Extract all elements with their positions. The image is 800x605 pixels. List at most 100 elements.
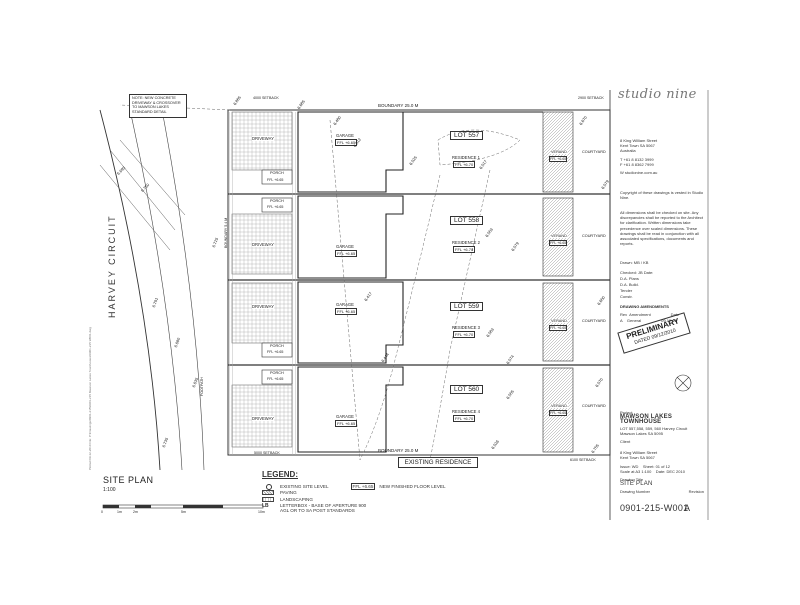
issue-sheet: Issue: WD Sheet: 01 of 12 [620,463,671,469]
scale-tick-1: 1m [117,510,122,514]
building-footprints [297,111,543,453]
porch-label: PORCH [270,344,284,348]
porch-ffl: FFL +6.65 [267,377,284,381]
letterbox-symbol-icon: LB [262,502,269,509]
title-block: studio nine 8 King William Street Kent T… [614,87,706,520]
residence-ffl: FFL +6.70 [453,331,476,338]
revision: A [684,503,691,513]
garage-label: GARAGE [336,244,354,249]
amendments-header: DRAWING AMENDMENTS [620,304,669,309]
garage-ffl: FFL +6.65 [335,139,358,146]
verandah-ffl: FFL +6.65 [549,156,568,162]
scale-tick-10: 10m [258,510,265,514]
amendments-row: A General 09.12.10 [620,318,677,323]
address-line: T +61 8 8132 3999 [620,156,654,162]
legend-item-landscaping: LANDSCAPING [262,496,482,503]
legend-text: LETTERBOX - BASE OF APERTURE 900 AGL OR … [280,502,367,513]
residence-label: RESIDENCE 3 [452,325,480,330]
boundary-bottom-label: BOUNDARY 25.0 M [378,448,419,453]
residence-ffl: FFL +6.70 [453,246,476,253]
legend-item-letterbox: LB LETTERBOX - BASE OF APERTURE 900 AGL O… [262,503,482,515]
driveway-note: NOTE: NEW CONCRETE DRIVEWAY & CROSSOVER … [129,94,187,118]
level-symbol-icon [262,483,274,490]
verandah-label: VERAND. [551,404,568,408]
legend-ffl-text: NEW FINISHED FLOOR LEVEL [379,483,446,489]
garage-label: GARAGE [336,414,354,419]
address-line: W studionine.com.au [620,170,658,176]
drawing-title: SITE PLAN [620,481,653,488]
street-diagonal-lines [99,139,186,251]
client-suburb: Kent Town SA 5067 [620,455,655,461]
courtyard-label: COURTYARD [582,404,606,408]
verandah-label: VERAND. [551,234,568,238]
street-name: HARVEY CIRCUIT [107,214,117,318]
porch-label: PORCH [270,171,284,175]
tree-symbol [674,374,692,392]
lot-tag: LOT 557 [450,131,484,140]
client-address: 8 King William Street [620,450,658,456]
boundary-side-label: BOUNDARY 5.4 M [224,217,228,248]
porch-label: PORCH [270,199,284,203]
footpath-label: FOOTPATH [200,376,204,396]
verandah-ffl: FFL +6.65 [549,410,568,416]
tender: Tender [620,288,633,293]
porch-ffl: FFL +6.65 [267,350,284,354]
project-info: Project MAWSON LAKES TOWNHOUSE LOT 557,5… [620,410,704,495]
footpath-line [161,109,205,471]
residence-ffl: FFL +6.70 [453,415,476,422]
project-address: LOT 557,558, 559, 560 Harvey Circuit [620,425,688,431]
legend-ffl-tag: FFL +6.65 [350,482,376,490]
kerb-line [129,109,183,471]
legend-title: LEGEND: [262,470,298,479]
project-suburb: Mawson Lakes SA 5095 [620,430,663,436]
driveway-label: DRIVEWAY [252,136,274,141]
paving-swatch-icon [262,490,274,496]
legend-text: EXISTING SITE LEVEL [280,483,329,489]
setback-rear-label: 2900 SETBACK [578,96,604,100]
porch-label: PORCH [270,371,284,375]
legend-text: PAVING [280,490,297,496]
dimensions-note: All dimensions shall be checked on site.… [620,210,703,247]
drawing-number-row: Drawing Number Revision [620,489,704,494]
verandah-ffl: FFL +6.65 [549,240,568,246]
scale-date: Scale at A3 1:100 Date: DEC 2010 [620,468,685,474]
address-line: 8 King William Street [620,138,658,143]
client-label: Client [620,439,631,445]
address-line: Australia [620,148,636,154]
existing-residence-label: EXISTING RESIDENCE [398,457,478,468]
checked-by: Checked: JB Date: [620,270,654,275]
lot-tag: LOT 560 [450,385,484,394]
address-line: Kent Town SA 5067 [620,143,655,149]
driveway-label: DRIVEWAY [252,304,274,309]
address-line: F +61 8 8362 7999 [620,161,654,167]
residence-label: RESIDENCE 1 [452,155,480,160]
project-name: MAWSON LAKES TOWNHOUSE [620,414,673,426]
legend: LEGEND: EXISTING SITE LEVEL FFL +6.65 NE… [262,470,482,515]
scale-bar [102,504,264,509]
drawing-number-label: Drawing Number [620,489,651,495]
amendments-columns: Rev Amendment Date [620,312,680,317]
verandah-label: VERAND. [551,319,568,323]
studio-logo: studio nine [618,87,697,102]
setback-bottom-label: 5000 SETBACK [254,451,280,455]
copyright-note: Copyright of these drawings is vested in… [620,190,704,201]
legend-item-level: EXISTING SITE LEVEL FFL +6.65 NEW FINISH… [262,482,482,490]
constr: Constr. [620,294,633,299]
studio-address: 8 King William Street Kent Town SA 5067 … [620,138,704,175]
residence-ffl: FFL +6.70 [453,161,476,168]
verandah-label: VERAND. [551,150,568,154]
da-plans: D.A. Plans [620,276,639,281]
scale-tick-5: 5m [181,510,186,514]
da-build: D.A. Build. [620,282,639,287]
driveway-label: DRIVEWAY [252,242,274,247]
project-label: Project [620,410,633,415]
landscaping-swatch-icon [262,496,274,502]
porch-ffl: FFL +6.65 [267,178,284,182]
lot-tag: LOT 559 [450,302,484,311]
garage-ffl: FFL +6.65 [335,420,358,427]
plot-file-path: Plotted:09-12-2010 File: P:\Drawings\090… [88,327,92,470]
verandah-ffl: FFL +6.65 [549,325,568,331]
lot-tag: LOT 558 [450,216,484,225]
scale-tick-2: 2m [133,510,138,514]
drawing-title-label: Drawing Title [620,477,644,483]
